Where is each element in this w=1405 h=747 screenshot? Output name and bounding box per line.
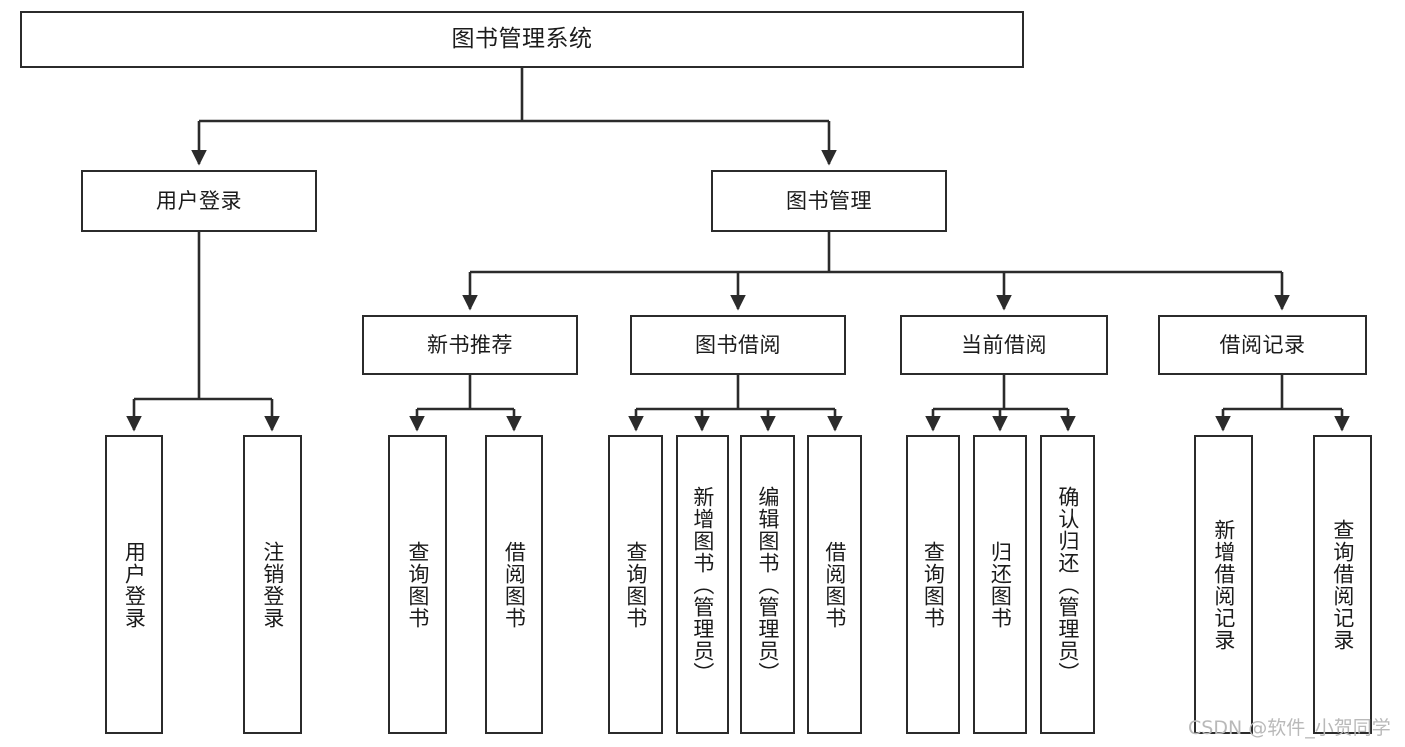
node-user-logout-action[interactable]: 注销登录 xyxy=(243,435,302,734)
node-current-borrow[interactable]: 当前借阅 xyxy=(900,315,1108,375)
node-borrow-book-rec[interactable]: 借阅图书 xyxy=(485,435,543,734)
node-book-borrow[interactable]: 图书借阅 xyxy=(630,315,846,375)
node-user-login[interactable]: 用户登录 xyxy=(81,170,317,232)
node-book-manage[interactable]: 图书管理 xyxy=(711,170,947,232)
node-new-book-recommend-label: 新书推荐 xyxy=(427,332,513,357)
node-user-login-label: 用户登录 xyxy=(156,188,242,213)
node-current-borrow-label: 当前借阅 xyxy=(961,332,1047,357)
node-borrow-book-rec-label: 借阅图书 xyxy=(502,540,527,629)
node-query-borrow-record[interactable]: 查询借阅记录 xyxy=(1313,435,1372,734)
node-query-book-borrow-label: 查询图书 xyxy=(623,540,648,629)
node-query-book-current-label: 查询图书 xyxy=(921,540,946,629)
node-return-book[interactable]: 归还图书 xyxy=(973,435,1027,734)
node-root[interactable]: 图书管理系统 xyxy=(20,11,1024,68)
node-query-book-current[interactable]: 查询图书 xyxy=(906,435,960,734)
node-query-book-rec-label: 查询图书 xyxy=(405,540,430,629)
node-root-label: 图书管理系统 xyxy=(451,26,593,53)
node-borrow-record-label: 借阅记录 xyxy=(1219,332,1306,357)
node-add-book-admin[interactable]: 新增图书（管理员） xyxy=(676,435,729,734)
node-user-login-action-label: 用户登录 xyxy=(122,540,147,629)
node-book-borrow-label: 图书借阅 xyxy=(695,332,781,357)
node-query-borrow-record-label: 查询借阅记录 xyxy=(1330,518,1355,651)
node-user-login-action[interactable]: 用户登录 xyxy=(105,435,163,734)
watermark: CSDN @软件_小贺同学 xyxy=(1188,717,1391,739)
node-add-book-admin-label: 新增图书（管理员） xyxy=(690,485,715,684)
node-confirm-return-admin[interactable]: 确认归还（管理员） xyxy=(1040,435,1095,734)
node-user-logout-action-label: 注销登录 xyxy=(260,540,285,629)
node-query-book-rec[interactable]: 查询图书 xyxy=(388,435,447,734)
node-add-borrow-record-label: 新增借阅记录 xyxy=(1211,518,1236,651)
node-edit-book-admin-label: 编辑图书（管理员） xyxy=(755,485,780,684)
node-borrow-record[interactable]: 借阅记录 xyxy=(1158,315,1367,375)
node-confirm-return-admin-label: 确认归还（管理员） xyxy=(1055,485,1080,684)
node-query-book-borrow[interactable]: 查询图书 xyxy=(608,435,663,734)
node-book-manage-label: 图书管理 xyxy=(786,188,872,213)
node-return-book-label: 归还图书 xyxy=(988,540,1013,629)
node-borrow-book-action[interactable]: 借阅图书 xyxy=(807,435,862,734)
node-add-borrow-record[interactable]: 新增借阅记录 xyxy=(1194,435,1253,734)
node-borrow-book-action-label: 借阅图书 xyxy=(822,540,847,629)
node-edit-book-admin[interactable]: 编辑图书（管理员） xyxy=(740,435,795,734)
node-new-book-recommend[interactable]: 新书推荐 xyxy=(362,315,578,375)
